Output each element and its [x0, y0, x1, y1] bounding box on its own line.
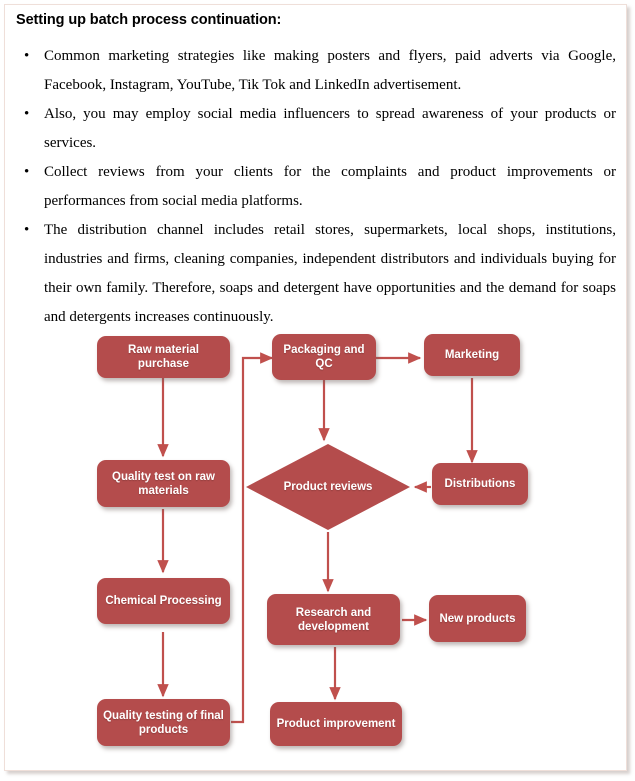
- list-item-text: Common marketing strategies like making …: [44, 48, 616, 94]
- node-product-reviews[interactable]: Product reviews: [278, 466, 378, 508]
- bullet-icon: •: [24, 164, 30, 181]
- node-label: Raw material purchase: [128, 344, 199, 370]
- node-distributions[interactable]: Distributions: [432, 463, 528, 505]
- node-new-products[interactable]: New products: [429, 595, 526, 642]
- node-label: New products: [439, 612, 516, 625]
- bullet-icon: •: [24, 222, 30, 239]
- node-label: Quality test on raw materials: [112, 470, 215, 497]
- bullet-icon: •: [24, 48, 30, 65]
- list-item-text: Collect reviews from your clients for th…: [44, 164, 616, 210]
- node-chemical-processing[interactable]: Chemical Processing: [97, 578, 230, 624]
- node-label: Product improvement: [276, 718, 396, 730]
- list-item: • The distribution channel includes reta…: [16, 216, 616, 332]
- node-research-and-development[interactable]: Research and development: [267, 594, 400, 645]
- node-quality-testing-final-products[interactable]: Quality testing of final products: [97, 699, 230, 746]
- node-label: Product reviews: [283, 481, 373, 493]
- node-marketing[interactable]: Marketing: [424, 334, 520, 376]
- node-packaging-and-qc[interactable]: Packaging and QC: [272, 334, 376, 380]
- bullet-icon: •: [24, 106, 30, 123]
- list-item: • Collect reviews from your clients for …: [16, 158, 616, 216]
- node-label: Packaging and QC: [283, 344, 365, 370]
- node-label: Distributions: [444, 478, 516, 490]
- list-item-text: The distribution channel includes retail…: [44, 222, 616, 326]
- node-label: Research and development: [295, 606, 372, 633]
- list-item: • Common marketing strategies like makin…: [16, 42, 616, 100]
- page-title: Setting up batch process continuation:: [16, 12, 282, 28]
- connector-final-test-to-packaging: [231, 352, 274, 724]
- node-quality-test-raw-materials[interactable]: Quality test on raw materials: [97, 460, 230, 507]
- product-reviews-diamond: [246, 444, 410, 530]
- node-label: Chemical Processing: [105, 595, 222, 607]
- node-product-improvement[interactable]: Product improvement: [270, 702, 402, 746]
- node-label: Quality testing of final products: [103, 709, 224, 736]
- bullet-list: • Common marketing strategies like makin…: [16, 42, 616, 332]
- list-item: • Also, you may employ social media infl…: [16, 100, 616, 158]
- node-label: Marketing: [444, 349, 500, 361]
- text-content: Setting up batch process continuation: •…: [16, 12, 616, 332]
- node-raw-material-purchase[interactable]: Raw material purchase: [97, 336, 230, 378]
- list-item-text: Also, you may employ social media influe…: [44, 106, 616, 152]
